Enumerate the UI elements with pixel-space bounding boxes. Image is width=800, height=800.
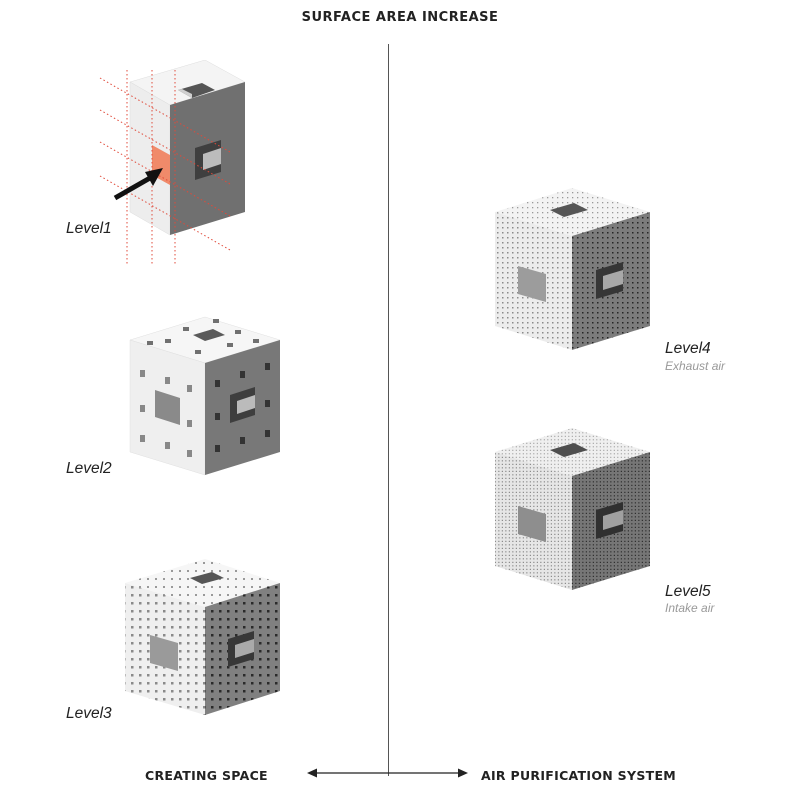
level5-cube	[490, 410, 655, 595]
level5-note: Intake air	[665, 601, 714, 615]
level4-cube	[490, 170, 655, 355]
diagram-title: SURFACE AREA INCREASE	[0, 10, 800, 25]
creating-space-label: CREATING SPACE	[145, 768, 268, 783]
level4-label: Level4	[665, 340, 711, 358]
level2-cube	[125, 295, 285, 480]
level1-cube	[95, 60, 245, 270]
level3-label: Level3	[66, 705, 112, 723]
level5-label: Level5	[665, 583, 711, 601]
level1-cube-faces	[130, 60, 245, 235]
air-purification-label: AIR PURIFICATION SYSTEM	[481, 768, 676, 783]
level2-label: Level2	[66, 460, 112, 478]
center-divider	[388, 44, 389, 776]
level1-label: Level1	[66, 220, 112, 238]
level3-cube	[120, 535, 285, 720]
level4-note: Exhaust air	[665, 359, 725, 373]
double-arrow-icon	[305, 765, 470, 781]
